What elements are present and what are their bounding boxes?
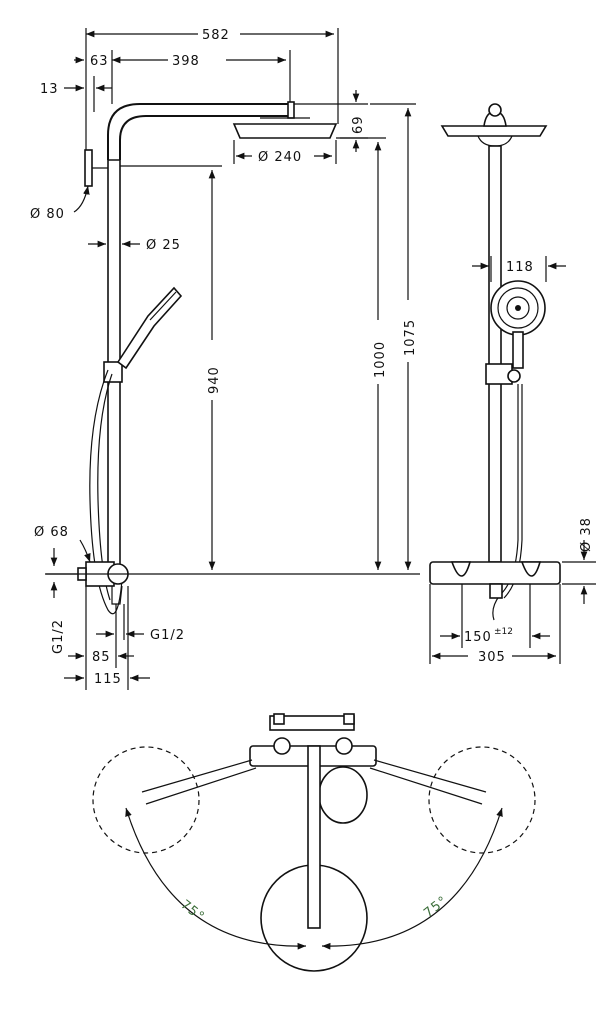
shower-hose — [89, 369, 123, 615]
swivel-left-circle — [92, 746, 200, 854]
swivel-right-circle — [428, 746, 536, 854]
dim-wall-flange-diameter: Ø 80 — [30, 207, 65, 222]
dim-13: 13 — [40, 82, 59, 97]
side-view — [45, 101, 420, 615]
dim-overhead-diameter: Ø 240 — [258, 150, 302, 165]
dim-150: 150 — [464, 630, 492, 645]
top-view — [92, 713, 536, 972]
dim-85: 85 — [92, 650, 111, 665]
dim-940: 940 — [207, 366, 222, 394]
dim-69: 69 — [351, 115, 366, 134]
thermostat-front — [429, 561, 561, 585]
dim-582: 582 — [202, 28, 230, 43]
dim-wall-thread: G1/2 — [51, 619, 66, 654]
dim-115: 115 — [94, 672, 122, 687]
riser-front — [488, 145, 502, 563]
dim-118: 118 — [506, 260, 534, 275]
dim-1000: 1000 — [373, 341, 388, 378]
dim-outlet-thread: G1/2 — [150, 628, 185, 643]
dim-pipe-diameter: Ø 25 — [146, 238, 181, 253]
dim-398: 398 — [172, 54, 200, 69]
dim-63: 63 — [90, 54, 109, 69]
overhead-arm-top — [307, 745, 321, 929]
hand-shower-side — [116, 286, 183, 370]
dim-1075: 1075 — [403, 319, 418, 356]
dim-rosette-diameter: Ø 68 — [34, 525, 69, 540]
overhead-head-front — [440, 125, 548, 137]
angle-arc-left — [125, 807, 307, 950]
dim-thermostat-diameter: Ø 38 — [579, 517, 594, 552]
wall-flange — [84, 149, 93, 187]
handshower-holder — [103, 361, 123, 383]
overhead-head-side — [232, 123, 338, 139]
dim-tolerance: ±12 — [494, 627, 513, 637]
overhead-arm — [107, 103, 292, 160]
angle-right-label: 75° — [421, 893, 451, 921]
dimension-lines — [46, 28, 596, 690]
angle-arc-right — [321, 807, 503, 950]
front-view — [429, 103, 561, 621]
dim-305: 305 — [478, 650, 506, 665]
